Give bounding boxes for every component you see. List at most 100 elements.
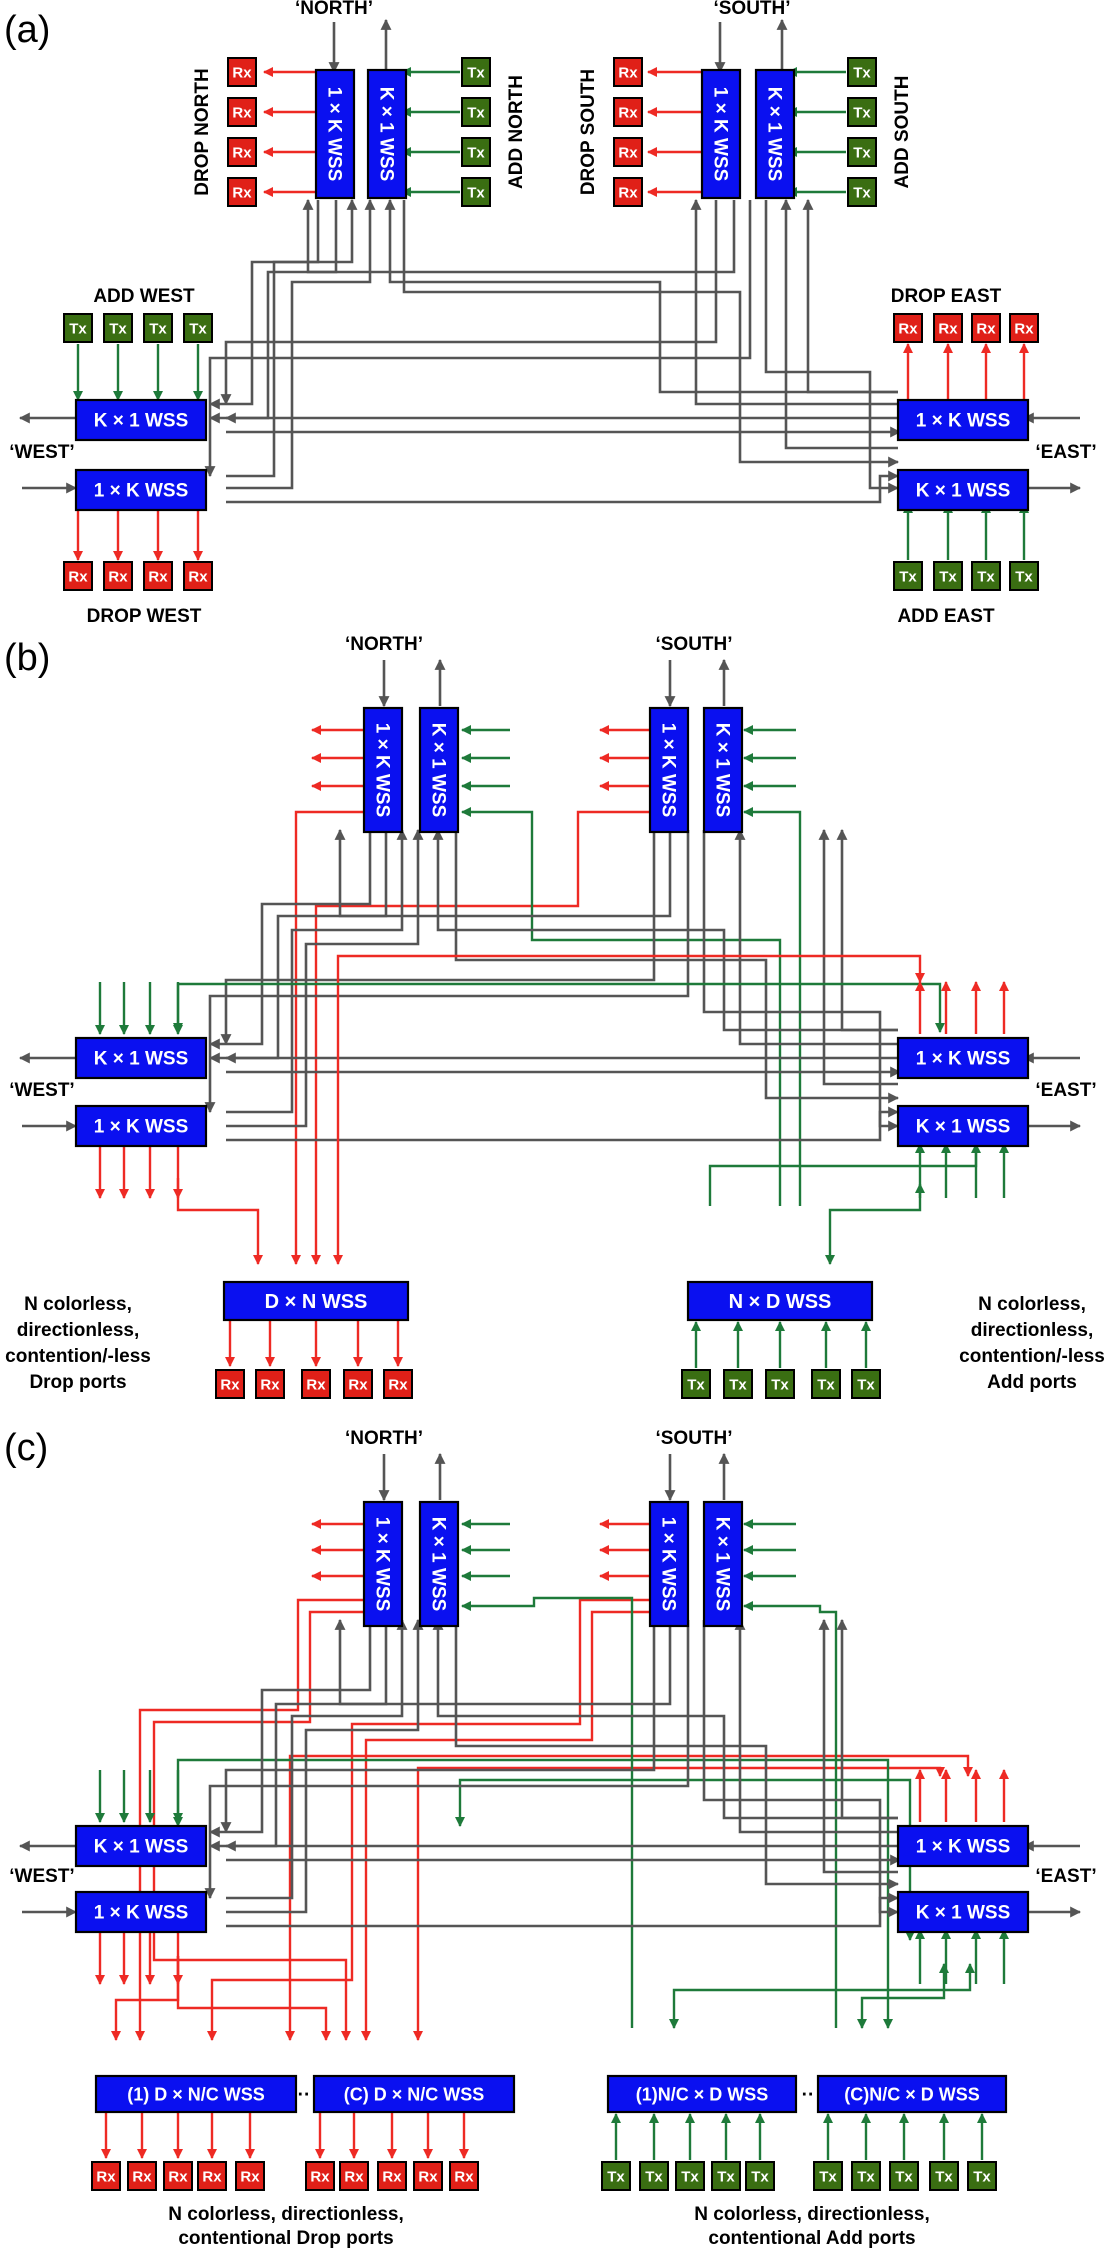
- drop-south-label: DROP SOUTH: [578, 69, 599, 195]
- add-north-label: ADD NORTH: [506, 75, 527, 189]
- transmitter-box: [765, 1369, 795, 1399]
- transmitter-box: [847, 97, 877, 127]
- ncxd-wss-1-c-label: (1)N/C × D WSS: [636, 2084, 769, 2104]
- receiver-label: Rx: [148, 568, 168, 585]
- receiver-label: Rx: [618, 144, 638, 161]
- transmitter-box: [813, 2161, 843, 2191]
- receiver-label: Rx: [1014, 320, 1034, 337]
- trunk-connection: [220, 1620, 656, 1834]
- trunk-connection: [208, 1620, 372, 1838]
- drop-east-label: DROP EAST: [891, 286, 1002, 307]
- transmitter-box: [675, 2161, 705, 2191]
- receiver-box: [339, 2161, 369, 2191]
- trunk-connection: [204, 830, 690, 1114]
- receiver-box: [971, 313, 1001, 343]
- receiver-label: Rx: [618, 64, 638, 81]
- transmitter-box: [889, 2161, 919, 2191]
- transmitter-box: [711, 2161, 741, 2191]
- receiver-label: Rx: [232, 144, 252, 161]
- south-demux-wss-c-label: 1 × K WSS: [657, 1517, 678, 1612]
- drop-north-label: DROP NORTH: [192, 68, 213, 195]
- transmitter-box: [847, 177, 877, 207]
- receiver-label: Rx: [388, 1376, 408, 1393]
- trunk-connection: [226, 828, 424, 1128]
- west-label-a: ‘WEST’: [9, 442, 74, 463]
- south-mux-wss-b-label: K × 1 WSS: [711, 723, 732, 818]
- south-demux-wss-c-box: [648, 1500, 690, 1628]
- trunk-connection: [334, 1618, 672, 1706]
- transmitter-box: [967, 2161, 997, 2191]
- receiver-box: [1009, 313, 1039, 343]
- transmitter-label: Tx: [467, 144, 485, 161]
- trunk-connection: [764, 200, 900, 494]
- trunk-connection: [836, 828, 898, 1032]
- dxnc-wss-c-c-label: (C) D × N/C WSS: [344, 2084, 485, 2104]
- east-label-a: ‘EAST’: [1035, 442, 1096, 463]
- drop-ports-note-b: directionless,: [17, 1320, 140, 1341]
- transmitter-label: Tx: [729, 1376, 747, 1393]
- west-mux-wss-c-label: K × 1 WSS: [94, 1837, 189, 1858]
- transmitter-label: Tx: [717, 2168, 735, 2185]
- drop-to-dxnc: [206, 1598, 650, 2042]
- receiver-box: [383, 1369, 413, 1399]
- trunk-connection: [226, 1618, 408, 1900]
- add-from-nxdc: [742, 1600, 838, 2028]
- trunk-connection: [454, 1620, 900, 1890]
- trunk-connection: [780, 198, 898, 450]
- receiver-label: Rx: [344, 2168, 364, 2185]
- add-from-nxd: [742, 806, 802, 1206]
- south-demux-wss-a-label: 1 × K WSS: [709, 87, 730, 182]
- transmitter-box: [461, 177, 491, 207]
- transmitter-box: [811, 1369, 841, 1399]
- north-demux-wss-b-box: [362, 706, 404, 834]
- trunk-connection: [226, 1892, 900, 1928]
- west-demux-wss-b-box: [74, 1104, 208, 1148]
- receiver-box: [227, 137, 257, 167]
- drop-ports-note-b: N colorless,: [24, 1294, 132, 1315]
- receiver-label: Rx: [618, 184, 638, 201]
- trunk-connection: [690, 198, 898, 406]
- west-mux-wss-b-label: K × 1 WSS: [94, 1049, 189, 1070]
- add-ports-note-b: Add ports: [987, 1372, 1077, 1393]
- drop-ports-note-b: contention/-less: [5, 1346, 151, 1367]
- transmitter-label: Tx: [857, 2168, 875, 2185]
- south-mux-wss-b-box: [702, 706, 744, 834]
- receiver-box: [343, 1369, 373, 1399]
- receiver-box: [893, 313, 923, 343]
- transmitter-label: Tx: [645, 2168, 663, 2185]
- receiver-box: [91, 2161, 121, 2191]
- transmitter-label: Tx: [853, 64, 871, 81]
- trunk-connection: [384, 198, 898, 394]
- receiver-label: Rx: [618, 104, 638, 121]
- transmitter-label: Tx: [895, 2168, 913, 2185]
- nxd-wss-b-box: [686, 1280, 874, 1322]
- transmitter-label: Tx: [467, 64, 485, 81]
- drop-to-dxn: [290, 810, 366, 1266]
- transmitter-box: [681, 1369, 711, 1399]
- transmitter-box: [601, 2161, 631, 2191]
- north-demux-wss-c-box: [362, 1500, 404, 1628]
- receiver-label: Rx: [96, 2168, 116, 2185]
- north-demux-wss-a-label: 1 × K WSS: [323, 87, 344, 182]
- trunk-connection: [226, 828, 408, 1114]
- trunk-connection: [220, 200, 718, 406]
- receiver-box: [255, 1369, 285, 1399]
- receiver-box: [613, 177, 643, 207]
- panel-b-label: (b): [4, 637, 50, 679]
- transmitter-box: [183, 313, 213, 343]
- add-west-label: ADD WEST: [93, 286, 195, 307]
- transmitter-label: Tx: [939, 568, 957, 585]
- trunk-connection: [302, 198, 736, 274]
- receiver-label: Rx: [938, 320, 958, 337]
- transmitter-label: Tx: [467, 104, 485, 121]
- transmitter-label: Tx: [857, 1376, 875, 1393]
- receiver-label: Rx: [306, 1376, 326, 1393]
- trunk-connection: [226, 1106, 900, 1142]
- receiver-label: Rx: [454, 2168, 474, 2185]
- drop-to-dxnc: [134, 1598, 366, 2042]
- drop-to-dxnc: [360, 1610, 650, 2042]
- trunk-connection: [734, 1618, 898, 1834]
- east-mux-wss-c-box: [896, 1890, 1030, 1934]
- receiver-label: Rx: [260, 1376, 280, 1393]
